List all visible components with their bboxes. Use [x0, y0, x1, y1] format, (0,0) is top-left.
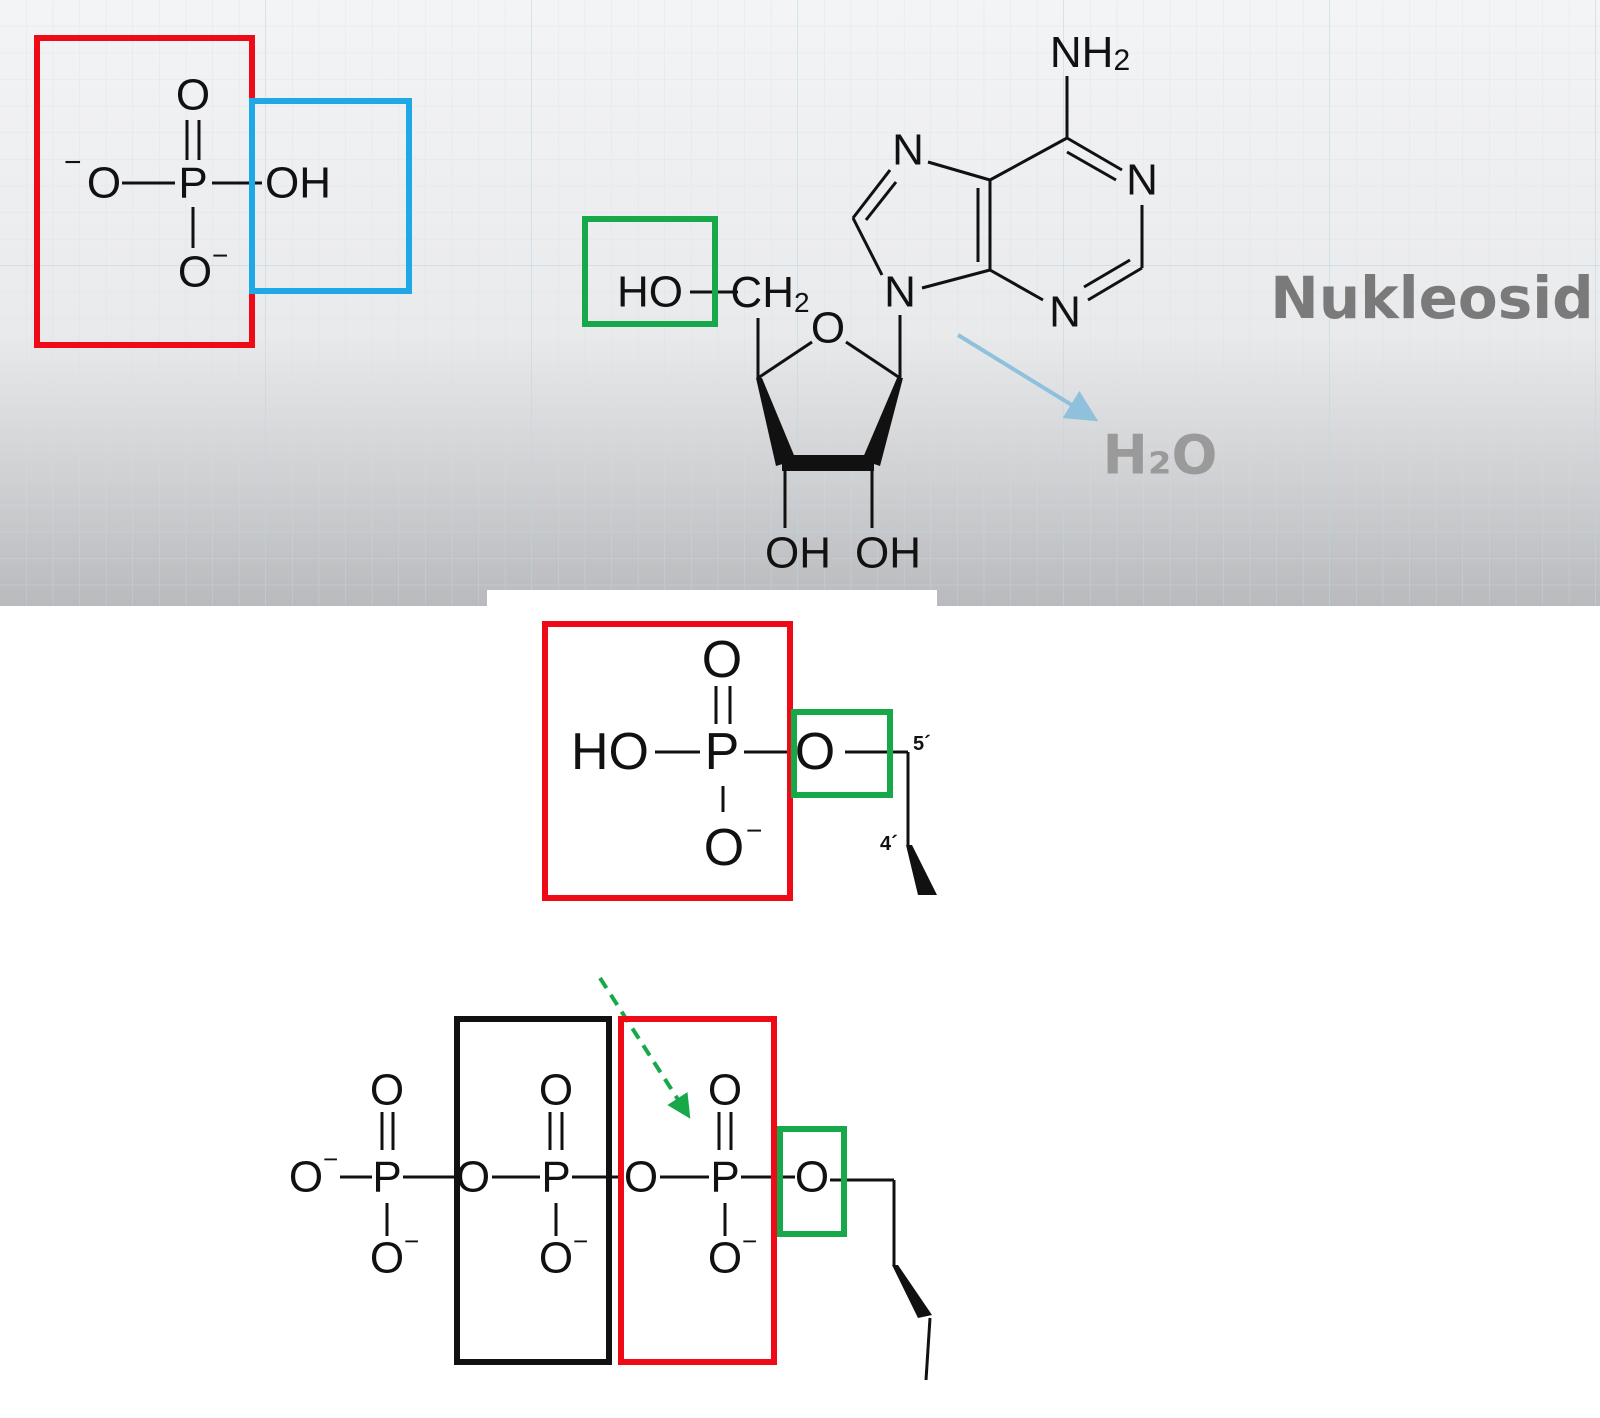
charge-label: −	[404, 1226, 419, 1256]
arrow-icon	[956, 333, 1099, 422]
atom-o: O	[87, 159, 121, 208]
carbon-label-4: 4´	[880, 833, 898, 855]
atom-oh: OH	[765, 529, 831, 578]
atom-o: O	[176, 71, 210, 120]
atom-o: O	[795, 1153, 829, 1202]
atom-o: O	[370, 1234, 404, 1283]
highlight-box-green	[777, 1126, 847, 1237]
atom-ho: HO	[571, 723, 649, 781]
charge-label: −	[323, 1144, 338, 1174]
atom-n: N	[892, 126, 924, 175]
atom-p: P	[705, 723, 740, 781]
atom-oh: OH	[855, 529, 921, 578]
highlight-box-green	[791, 709, 893, 798]
highlight-box-blue	[249, 98, 412, 294]
atom-p: P	[178, 159, 207, 208]
highlight-box-black	[454, 1016, 612, 1365]
phosphate-group: O P O − OH O −	[64, 71, 331, 297]
atom-ho: HO	[617, 268, 683, 317]
charge-label: −	[742, 1226, 757, 1256]
atom-o: O	[702, 631, 742, 689]
phosphate-group: O P O O −	[624, 1066, 795, 1283]
highlight-box-red	[542, 621, 793, 901]
atom-p: P	[541, 1153, 570, 1202]
top-panel: O P O − OH O − HO CH2 O OH OH N	[0, 0, 1600, 608]
highlight-box-red	[618, 1016, 777, 1365]
atom-n: N	[1126, 156, 1158, 205]
atom-o: O	[289, 1153, 323, 1202]
phosphate-group: O − P O O −	[289, 1066, 456, 1283]
atom-oh: OH	[265, 159, 331, 208]
middle-panel: HO P O O O − 5´ 4´	[542, 621, 937, 901]
carbon-label-5: 5´	[913, 733, 931, 755]
bottom-panel: O − P O O − O P O O − O P	[289, 976, 932, 1381]
atom-o: O	[708, 1066, 742, 1115]
nucleoside-title: Nukleosid	[1270, 264, 1593, 332]
atom-o: O	[178, 248, 212, 297]
atom-o: O	[539, 1234, 573, 1283]
atom-o: O	[624, 1153, 658, 1202]
charge-label: −	[573, 1226, 588, 1256]
highlight-box-green	[582, 216, 718, 327]
atom-p: P	[372, 1153, 401, 1202]
water-label: H₂O	[1103, 424, 1218, 487]
atom-o: O	[795, 723, 835, 781]
arrow-icon	[598, 976, 691, 1119]
atom-o: O	[539, 1066, 573, 1115]
phosphate-group: O P O O −	[456, 1066, 622, 1283]
atom-o: O	[370, 1066, 404, 1115]
atom-n: N	[1049, 288, 1081, 337]
atom-ch2: CH2	[730, 268, 809, 318]
nucleoside-structure: HO CH2 O OH OH N N N N NH2	[617, 28, 1158, 578]
atom-nh2: NH2	[1050, 28, 1130, 77]
atom-o: O	[708, 1234, 742, 1283]
charge-label: −	[746, 815, 762, 846]
atom-p: P	[710, 1153, 739, 1202]
charge-label: −	[64, 146, 82, 179]
atom-o: O	[704, 819, 744, 877]
atom-o: O	[456, 1153, 490, 1202]
atom-n: N	[884, 268, 916, 317]
charge-label: −	[212, 240, 228, 271]
atom-ring-o: O	[811, 304, 845, 353]
